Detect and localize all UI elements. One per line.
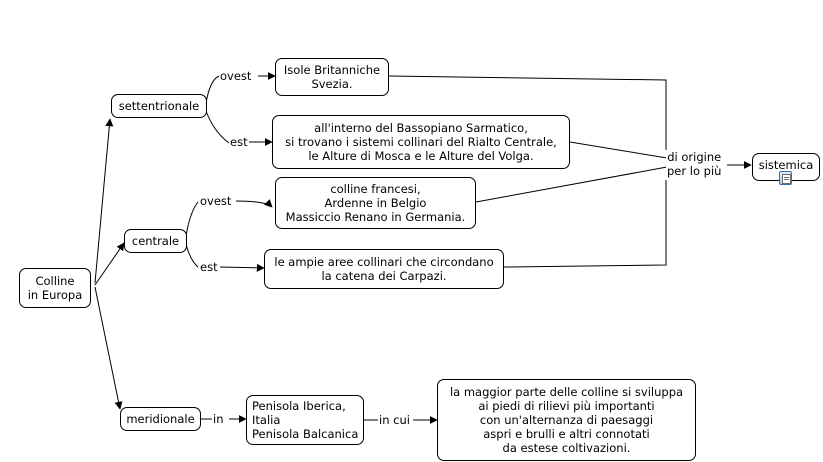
- link-isole-origine: [388, 75, 667, 150]
- link-root-meridionale: [94, 286, 123, 410]
- node-meridionale[interactable]: meridionale: [120, 407, 201, 431]
- link-label-in[interactable]: in: [212, 412, 225, 426]
- link-ovest-francesi: [235, 199, 273, 208]
- node-penisole[interactable]: Penisola Iberica, Italia Penisola Balcan…: [246, 395, 364, 445]
- link-carpazi-origine: [503, 180, 667, 268]
- link-root-settentrionale: [94, 118, 114, 284]
- link-centrale-est: [185, 243, 199, 268]
- link-label-ovest[interactable]: ovest: [219, 69, 253, 83]
- node-centrale[interactable]: centrale: [124, 229, 187, 253]
- link-root-centrale: [94, 242, 125, 286]
- link-settentrionale-est: [205, 110, 230, 144]
- node-colline-in-europa[interactable]: Colline in Europa: [19, 268, 91, 308]
- link-label-di-origine[interactable]: di origine per lo più: [666, 150, 723, 178]
- node-bassopiano-sarmatico[interactable]: all'interno del Bassopiano Sarmatico, si…: [272, 115, 570, 169]
- link-bassopiano-origine: [569, 141, 668, 159]
- node-carpazi[interactable]: le ampie aree collinari che circondano l…: [264, 249, 504, 289]
- node-colline-francesi[interactable]: colline francesi, Ardenne in Belgio Mass…: [275, 177, 476, 229]
- node-isole-britanniche[interactable]: Isole Britanniche Svezia.: [275, 58, 389, 96]
- link-est-carpazi: [219, 263, 265, 272]
- link-label-est[interactable]: est: [229, 135, 249, 149]
- link-centrale-ovest: [185, 201, 199, 237]
- link-label-ovest[interactable]: ovest: [199, 194, 233, 208]
- node-maggior-parte-colline[interactable]: la maggior parte delle colline si svilup…: [437, 379, 696, 461]
- link-settentrionale-ovest: [205, 75, 220, 104]
- document-icon[interactable]: [779, 171, 792, 185]
- link-francesi-origine: [475, 166, 668, 203]
- link-label-in-cui[interactable]: in cui: [378, 413, 411, 427]
- node-settentrionale[interactable]: settentrionale: [111, 94, 207, 118]
- link-label-est[interactable]: est: [199, 260, 219, 274]
